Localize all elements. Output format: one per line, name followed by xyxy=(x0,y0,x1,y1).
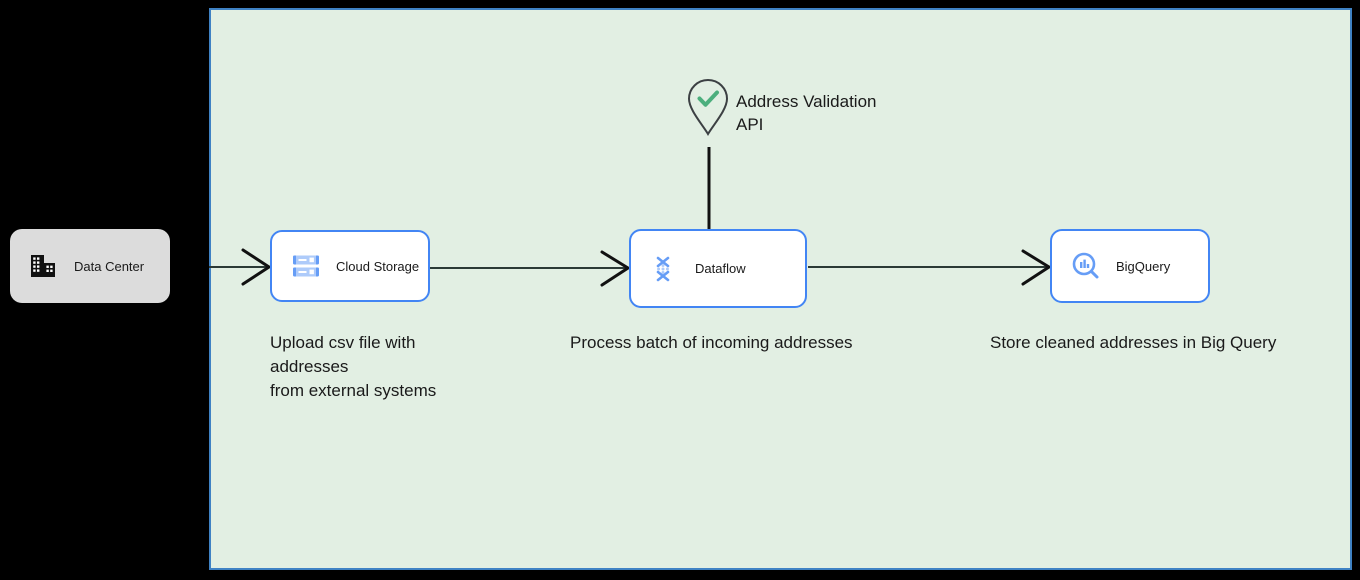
node-cloud-storage-label: Cloud Storage xyxy=(336,258,420,274)
building-icon xyxy=(28,251,58,281)
node-cloud-storage[interactable]: Cloud Storage xyxy=(270,230,430,302)
node-data-center[interactable]: Data Center xyxy=(10,229,170,303)
node-bigquery-label: BigQuery xyxy=(1116,258,1171,274)
caption-process: Process batch of incoming addresses xyxy=(570,333,853,352)
caption-upload: Upload csv file with addresses from exte… xyxy=(270,333,437,400)
node-data-center-label: Data Center xyxy=(74,258,145,274)
dataflow-icon xyxy=(649,253,681,285)
node-dataflow[interactable]: Dataflow xyxy=(629,229,807,308)
node-dataflow-label: Dataflow xyxy=(695,261,746,276)
bigquery-icon xyxy=(1070,250,1102,282)
caption-store: Store cleaned addresses in Big Query xyxy=(990,333,1277,352)
cloud-storage-icon xyxy=(290,250,322,282)
node-bigquery[interactable]: BigQuery xyxy=(1050,229,1210,303)
node-address-validation-api-label: Address Validation API xyxy=(736,92,877,134)
node-address-validation-api[interactable]: Address Validation API xyxy=(684,76,877,140)
map-pin-check-icon xyxy=(684,76,732,140)
